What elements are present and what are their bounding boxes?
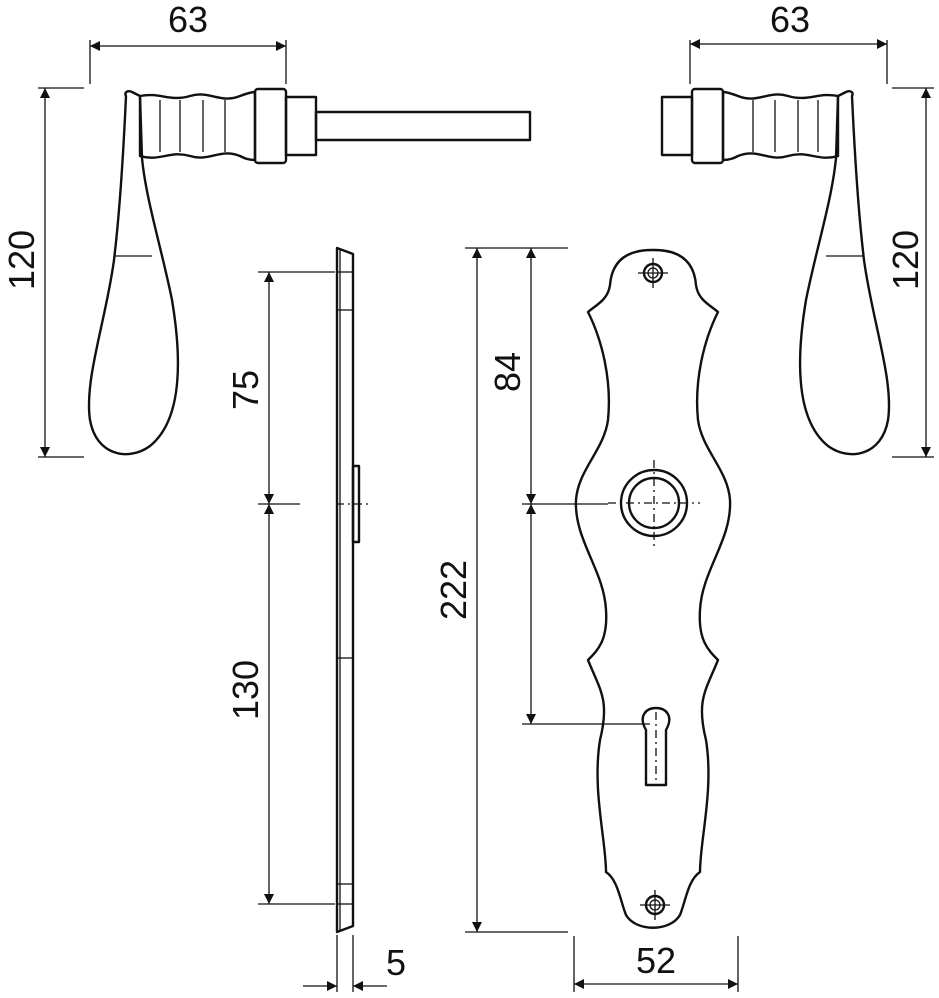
dim-label-handle-left-height: 120 <box>1 230 42 290</box>
spindle-bar <box>314 110 532 142</box>
spindle-hole-icon <box>608 460 700 546</box>
dim-handle-left-width: 63 <box>89 0 287 84</box>
dim-label-plate-total-height: 222 <box>433 560 474 620</box>
handle-rose-right <box>660 95 694 157</box>
keyhole-icon <box>641 706 671 787</box>
dim-label-plate-lower-distance: 130 <box>225 660 266 720</box>
dim-label-plate-spindle-distance: 84 <box>487 352 528 392</box>
dim-plate-thickness: 5 <box>303 935 406 992</box>
dim-label-plate-width: 52 <box>636 940 676 981</box>
plate-front-view <box>574 248 732 929</box>
escutcheon-outline <box>574 248 732 929</box>
dim-label-handle-left-width: 63 <box>168 0 208 40</box>
dim-handle-right-width: 63 <box>689 0 888 84</box>
dim-label-plate-upper-distance: 75 <box>225 370 266 410</box>
dim-label-handle-right-width: 63 <box>770 0 810 40</box>
dim-plate-spindle-distance: 84 <box>487 248 650 725</box>
dim-plate-lower-distance: 130 <box>225 504 335 905</box>
dim-plate-total-height: 222 <box>433 247 568 933</box>
dim-handle-left-height: 120 <box>1 87 84 458</box>
handle-rose-left <box>284 95 318 157</box>
lever-handle-left <box>87 87 532 456</box>
plate-side-view <box>335 246 368 934</box>
dim-handle-right-height: 120 <box>885 87 934 458</box>
top-screw-icon <box>638 258 668 288</box>
dim-plate-upper-distance: 75 <box>225 271 335 505</box>
lever-handle-right <box>660 87 891 456</box>
bottom-screw-icon <box>640 890 670 920</box>
dim-label-handle-right-height: 120 <box>885 230 926 290</box>
dim-plate-width: 52 <box>573 936 739 992</box>
dim-label-plate-thickness: 5 <box>386 942 406 983</box>
